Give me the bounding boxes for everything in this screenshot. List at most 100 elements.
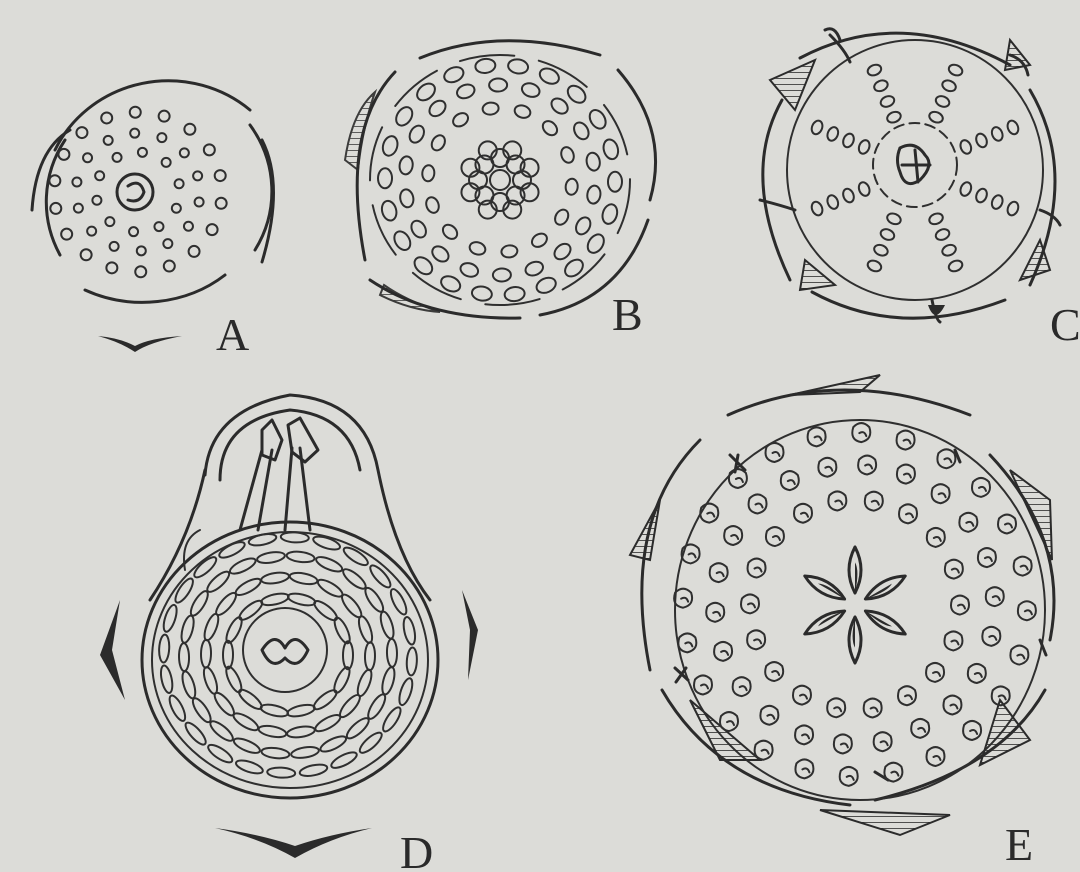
ovule-cell bbox=[365, 642, 375, 670]
figure-e-ovules bbox=[674, 423, 1036, 786]
ovule-cell bbox=[357, 730, 385, 756]
ovule-dot bbox=[189, 246, 200, 257]
ovule-oval bbox=[378, 168, 392, 188]
figure-a: A bbox=[30, 72, 274, 360]
ovule-dot bbox=[175, 179, 184, 188]
ovule-cell bbox=[228, 555, 258, 576]
ovule-oval bbox=[959, 181, 974, 198]
figure-d-ovules bbox=[158, 532, 417, 779]
ovule-oval bbox=[540, 118, 560, 138]
ovule-bean bbox=[694, 675, 712, 694]
ovule-bean bbox=[945, 560, 963, 579]
ovule-dot bbox=[50, 203, 61, 214]
ovule-bean bbox=[827, 698, 845, 717]
ovule-bean bbox=[884, 763, 902, 782]
ovule-dot bbox=[110, 242, 119, 251]
ovule-bean bbox=[897, 431, 915, 450]
ovule-bean bbox=[747, 630, 765, 649]
figure-b-ovules bbox=[378, 58, 622, 303]
ovule-bean bbox=[755, 741, 773, 760]
ovule-oval bbox=[493, 268, 511, 281]
ovule-bean bbox=[724, 526, 742, 545]
ovule-dot bbox=[130, 107, 141, 118]
ovule-oval bbox=[990, 126, 1005, 143]
ovule-oval bbox=[381, 134, 400, 157]
ovule-bean bbox=[982, 627, 1000, 646]
ovule-cell bbox=[179, 643, 190, 671]
ovule-dot bbox=[83, 153, 92, 162]
figure-e: E bbox=[630, 375, 1054, 870]
ovule-oval bbox=[1006, 119, 1021, 136]
ovule-oval bbox=[857, 181, 872, 198]
ovule-oval bbox=[947, 259, 964, 274]
ovule-cell bbox=[362, 585, 386, 614]
ovule-bean bbox=[766, 443, 784, 462]
ovule-dot bbox=[95, 171, 104, 180]
ovule-bean bbox=[714, 642, 732, 661]
ovule-oval bbox=[380, 199, 399, 222]
ovule-oval bbox=[442, 64, 466, 85]
ovule-cell bbox=[355, 668, 374, 698]
ovule-oval bbox=[585, 152, 601, 172]
figure-a-ovules bbox=[49, 107, 226, 278]
ovule-oval bbox=[886, 212, 903, 227]
ovule-cell bbox=[286, 703, 316, 719]
ovule-bean bbox=[795, 725, 813, 744]
ovule-bean bbox=[864, 699, 882, 718]
ovule-bean bbox=[911, 719, 929, 738]
ovule-oval bbox=[934, 227, 951, 242]
ovule-bean bbox=[972, 478, 990, 497]
ovule-oval bbox=[482, 102, 499, 116]
ovule-cell bbox=[258, 724, 287, 739]
ovule-oval bbox=[440, 222, 460, 242]
figure-d: D bbox=[100, 395, 478, 872]
ovule-cell bbox=[234, 576, 263, 598]
ovule-cell bbox=[172, 576, 196, 605]
ovule-oval bbox=[947, 63, 964, 78]
ovule-oval bbox=[429, 133, 448, 153]
ovule-bean bbox=[858, 456, 876, 475]
ovule-oval bbox=[551, 241, 573, 263]
ovule-oval bbox=[825, 194, 840, 211]
ovule-oval bbox=[873, 243, 890, 258]
ovule-oval bbox=[928, 110, 945, 125]
ovule-oval bbox=[513, 103, 532, 119]
ovule-bean bbox=[678, 633, 696, 652]
ovule-cell bbox=[201, 666, 220, 696]
ovule-oval bbox=[879, 94, 896, 109]
ovule-oval bbox=[810, 119, 825, 136]
ovule-dot bbox=[105, 217, 114, 226]
ovule-oval bbox=[451, 110, 471, 129]
ovule-dot bbox=[101, 112, 112, 123]
ovule-cell bbox=[281, 532, 310, 544]
ovule-bean bbox=[765, 662, 783, 681]
ovule-oval bbox=[941, 243, 958, 258]
ovule-cell bbox=[260, 702, 290, 718]
figure-b-center bbox=[461, 141, 538, 218]
ovule-bean bbox=[998, 515, 1016, 534]
ovule-oval bbox=[974, 132, 989, 149]
ovule-oval bbox=[601, 138, 620, 161]
ovule-dot bbox=[92, 196, 101, 205]
ovule-bean bbox=[834, 734, 852, 753]
ovule-cell bbox=[380, 705, 404, 734]
ovule-bean bbox=[741, 594, 759, 613]
ovule-oval bbox=[571, 120, 591, 142]
ovule-oval bbox=[504, 286, 526, 302]
figure-b-label: B bbox=[612, 289, 643, 340]
ovule-oval bbox=[549, 95, 571, 116]
ovule-oval bbox=[399, 188, 415, 208]
ovule-oval bbox=[879, 227, 896, 242]
ovule-oval bbox=[391, 229, 413, 253]
ovule-oval bbox=[398, 155, 414, 175]
ovule-bean bbox=[795, 759, 813, 778]
ovule-bean bbox=[766, 527, 784, 546]
ovule-cell bbox=[318, 733, 348, 754]
ovule-dot bbox=[135, 266, 146, 277]
ovule-cell bbox=[286, 550, 315, 563]
figure-a-center bbox=[117, 174, 153, 210]
ovule-oval bbox=[990, 194, 1005, 211]
ovule-cell bbox=[329, 749, 358, 771]
